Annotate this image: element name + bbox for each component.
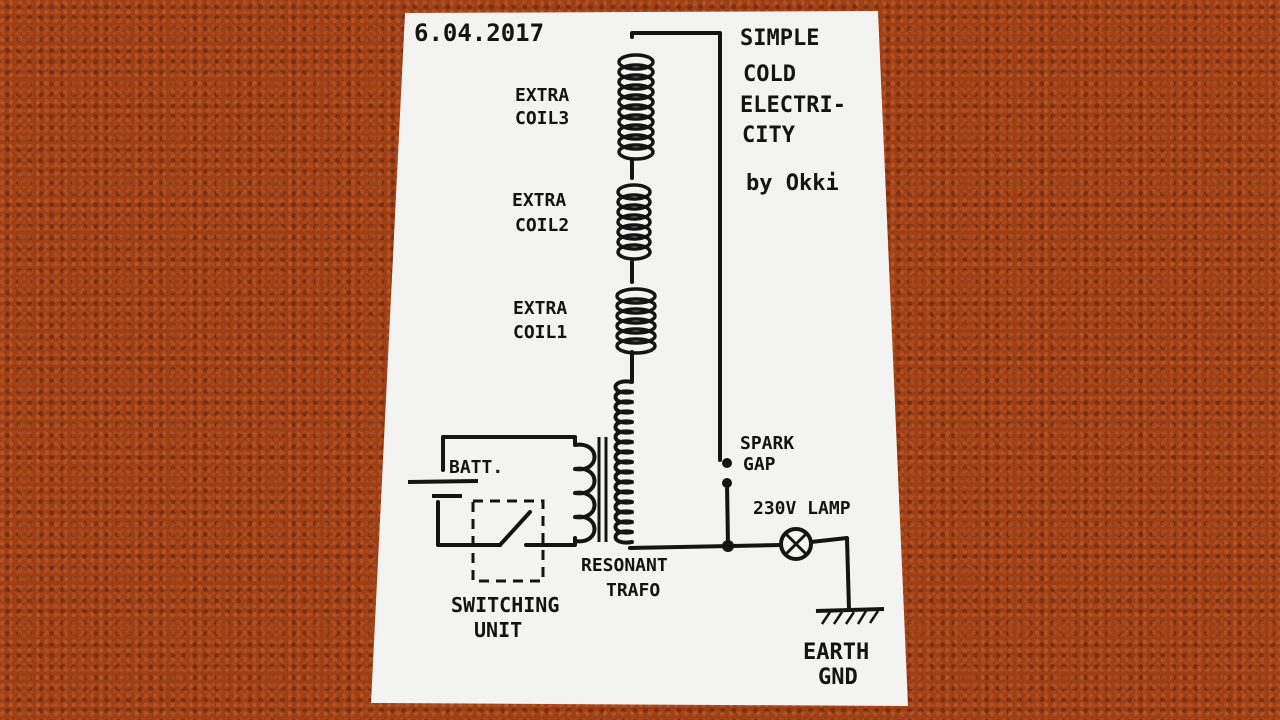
spark-gap-top-electrode — [722, 458, 732, 468]
switch-to-primary-wire — [524, 536, 577, 547]
coil3-turn — [617, 93, 655, 111]
coil1-turn — [615, 297, 657, 315]
coil3-turn — [617, 103, 655, 121]
title-line-2: COLD — [743, 62, 796, 87]
resonant-trafo-primary — [573, 442, 597, 544]
coil1-label-line-1: EXTRA — [513, 298, 567, 319]
lamp-to-earth-wire — [809, 536, 851, 612]
coil1-turn — [615, 337, 657, 355]
primary-top-wire — [441, 435, 577, 472]
coil3-turn — [617, 133, 655, 151]
resonant-label-line-2: TRAFO — [606, 580, 660, 601]
extra-coil-1 — [615, 287, 657, 355]
battery-to-switch-wire — [436, 500, 502, 547]
coil1-turn — [615, 307, 657, 325]
lamp-label: 230V LAMP — [753, 498, 851, 519]
coil3-turn — [617, 123, 655, 141]
coil2-turn — [616, 243, 652, 261]
coil3-turn — [617, 83, 655, 101]
coil3-turn — [617, 63, 655, 81]
coil3-label-line-1: EXTRA — [515, 85, 569, 106]
title-line-3: ELECTRI- — [740, 93, 846, 118]
switching-label-line-2: UNIT — [474, 618, 522, 642]
coil1-turn — [615, 287, 657, 305]
title-line-1: SIMPLE — [740, 26, 819, 51]
primary-winding — [573, 442, 597, 544]
spark-gap-label-line-2: GAP — [743, 454, 776, 475]
switch-blade — [498, 510, 532, 547]
earth-ground-symbol — [815, 607, 885, 625]
coil3-turn — [617, 73, 655, 91]
date-label: 6.04.2017 — [414, 19, 544, 47]
coil2-turn — [616, 233, 652, 251]
coil3-turn — [617, 53, 655, 71]
author-label: by Okki — [746, 171, 839, 196]
resonant-trafo-secondary — [613, 379, 634, 545]
resonant-label-line-1: RESONANT — [581, 555, 668, 576]
high-voltage-wire — [630, 31, 722, 462]
coil2-label-line-1: EXTRA — [512, 190, 566, 211]
coil3-turn — [617, 143, 655, 161]
coil2-turn — [616, 193, 652, 211]
secondary-winding — [613, 379, 634, 545]
extra-coil-3 — [617, 53, 655, 161]
battery-label: BATT. — [449, 457, 503, 478]
switching-label-line-1: SWITCHING — [451, 593, 559, 617]
bottom-bus-wire — [628, 543, 782, 550]
coil2-turn — [616, 203, 652, 221]
earth-label-line-2: GND — [818, 665, 858, 690]
coil3-label-line-2: COIL3 — [515, 108, 569, 129]
earth-label-line-1: EARTH — [803, 640, 869, 665]
coil2-turn — [616, 223, 652, 241]
coil3-turn — [617, 113, 655, 131]
title-line-4: CITY — [742, 123, 796, 148]
coil1-turn — [615, 317, 657, 335]
coil2-turn — [616, 183, 652, 201]
spark-gap-lower-wire — [725, 481, 730, 548]
spark-gap-label-line-1: SPARK — [740, 433, 794, 454]
paper-sheet — [371, 11, 908, 706]
coil2-turn — [616, 213, 652, 231]
battery-long-plate — [407, 479, 479, 484]
coil1-label-line-2: COIL1 — [513, 322, 567, 343]
coil1-turn — [615, 327, 657, 345]
extra-coil-2 — [616, 183, 652, 261]
junction-dot — [722, 540, 734, 552]
coil2-label-line-2: COIL2 — [515, 215, 569, 236]
switching-unit-box — [471, 499, 545, 583]
